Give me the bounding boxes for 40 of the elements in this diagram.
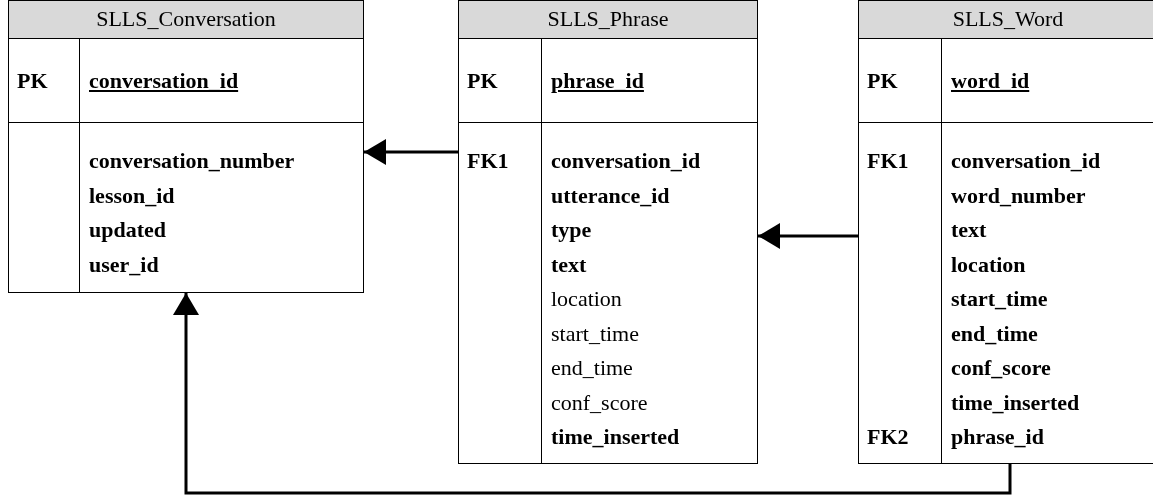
column-name: start_time — [951, 285, 1048, 313]
key-label: PK — [867, 67, 898, 95]
table-title: SLLS_Word — [859, 1, 1153, 39]
column-name: time_inserted — [951, 388, 1080, 417]
column-name: location — [551, 285, 622, 313]
key-label: FK1 — [867, 147, 909, 175]
column-name: utterance_id — [551, 181, 670, 210]
column-name: conversation_id — [951, 147, 1101, 175]
key-label: PK — [17, 67, 48, 95]
column-name: conf_score — [551, 388, 648, 417]
key-label: FK1 — [467, 147, 509, 175]
column-name: text — [951, 216, 987, 244]
column-name: type — [551, 216, 592, 244]
column-name: conversation_id — [551, 147, 701, 175]
arrow — [364, 139, 458, 165]
column-name: end_time — [551, 354, 633, 382]
arrow — [758, 223, 858, 249]
column-name: word_number — [951, 181, 1086, 210]
column-name: text — [551, 250, 587, 279]
table-title: SLLS_Phrase — [459, 1, 757, 39]
primary-key-field: conversation_id — [89, 67, 239, 95]
column-name: time_inserted — [551, 423, 680, 451]
table-title: SLLS_Conversation — [9, 1, 363, 39]
primary-key-field: phrase_id — [551, 67, 644, 95]
column-name: start_time — [551, 319, 639, 348]
primary-key-field: word_id — [951, 67, 1030, 95]
entity-table — [458, 0, 758, 464]
arrow — [173, 293, 1012, 495]
column-name: conversation_number — [89, 147, 295, 175]
entity-table — [858, 0, 1153, 464]
entity-table — [8, 0, 364, 293]
column-name: lesson_id — [89, 181, 175, 210]
column-name: location — [951, 250, 1026, 279]
key-label: PK — [467, 67, 498, 95]
column-name: end_time — [951, 319, 1038, 348]
column-name: phrase_id — [951, 423, 1044, 451]
key-label: FK2 — [867, 423, 909, 451]
column-name: updated — [89, 216, 167, 244]
column-name: user_id — [89, 250, 159, 279]
column-name: conf_score — [951, 354, 1051, 382]
